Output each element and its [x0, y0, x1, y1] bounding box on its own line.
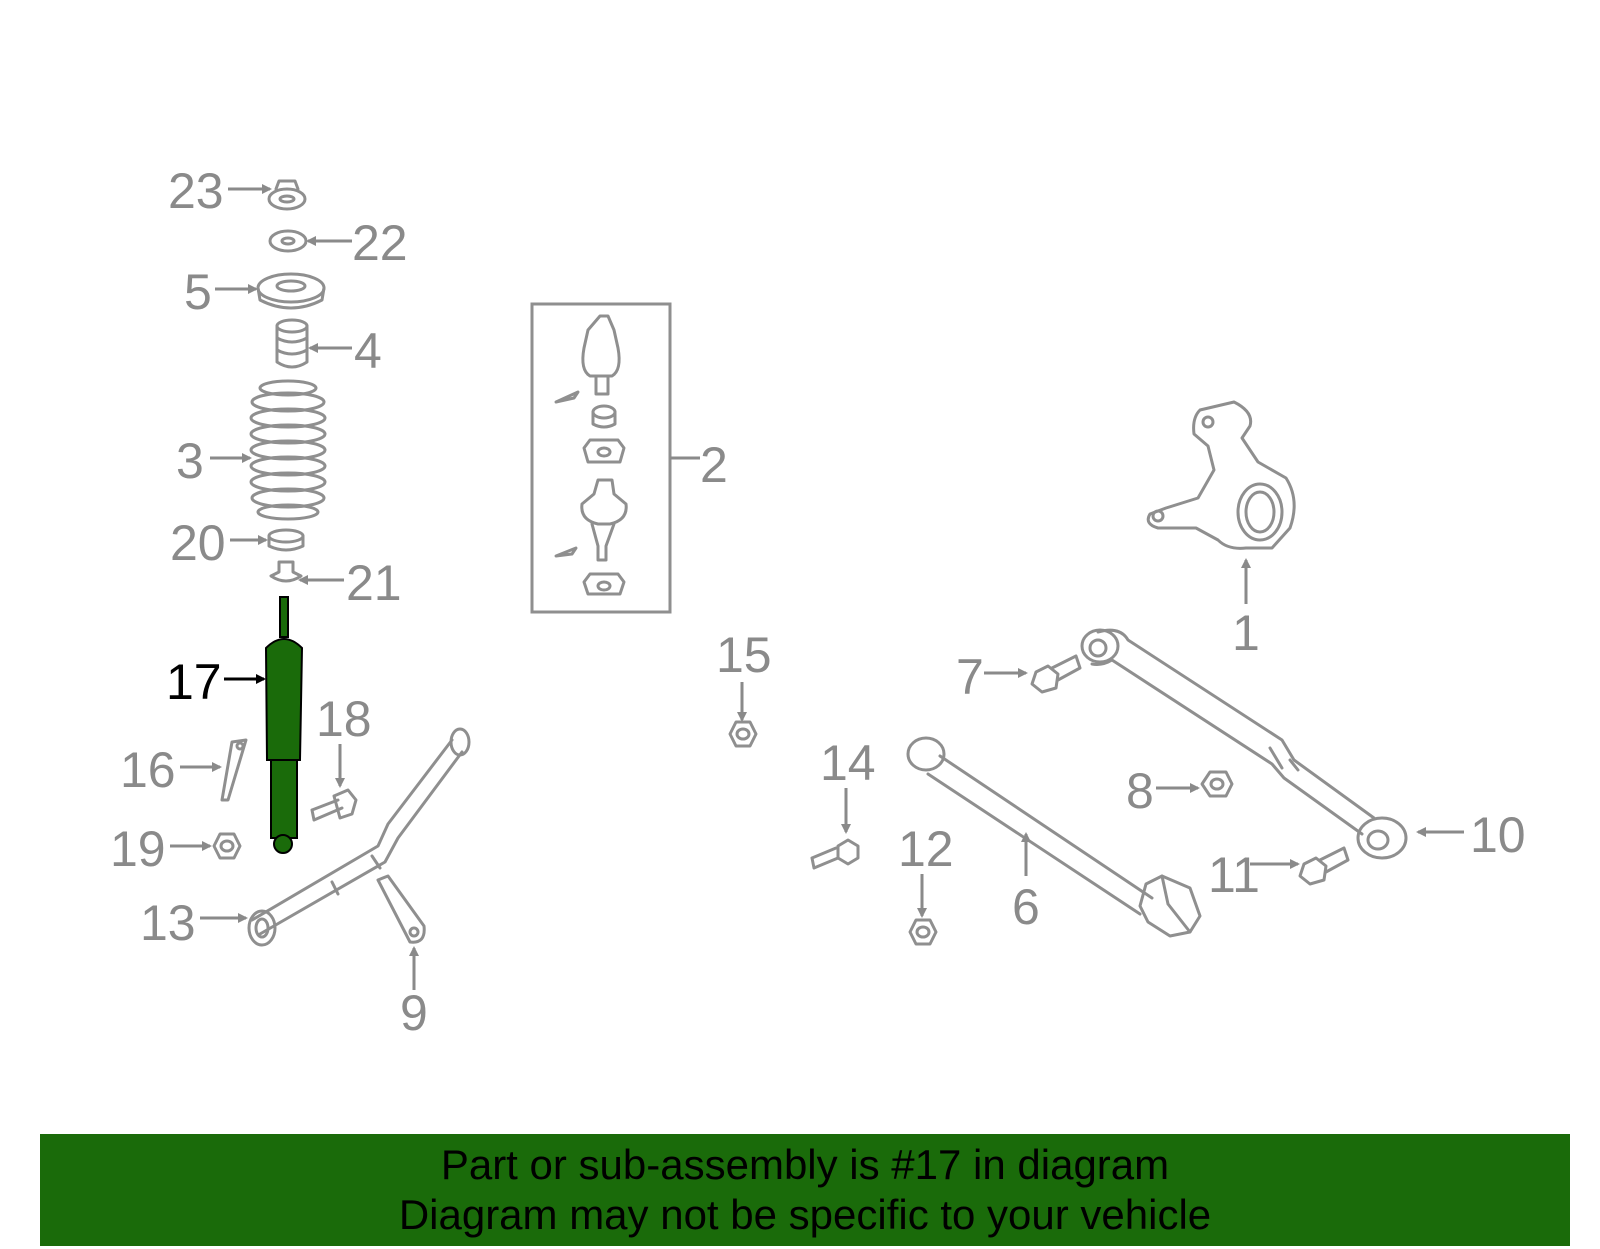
- info-banner: Part or sub-assembly is #17 in diagram D…: [40, 1134, 1570, 1246]
- part-11-bolt: [1298, 846, 1350, 886]
- callout-arrows: [170, 184, 1464, 990]
- part-6-lower-control-arm: [906, 736, 1202, 938]
- part-5-mount: [256, 272, 326, 310]
- part-19-nut: [212, 832, 242, 860]
- part-17-shock-absorber: [264, 596, 304, 854]
- part-14-bolt: [810, 838, 860, 870]
- callout-13: 13: [140, 895, 196, 951]
- part-21-bushing: [269, 560, 303, 583]
- callout-1: 1: [1232, 605, 1260, 661]
- part-4-bumper: [275, 318, 309, 369]
- callout-4: 4: [354, 323, 382, 379]
- callout-16: 16: [120, 742, 176, 798]
- part-22-washer: [268, 229, 308, 253]
- part-10-control-arm: [1080, 628, 1408, 860]
- banner-line-disclaimer: Diagram may not be specific to your vehi…: [398, 1191, 1212, 1238]
- callout-23: 23: [168, 163, 224, 219]
- callout-14: 14: [820, 735, 876, 791]
- part-3-coil-spring: [249, 379, 327, 521]
- callout-18: 18: [316, 691, 372, 747]
- part-20-insulator: [267, 528, 305, 552]
- part-7-bolt: [1030, 654, 1082, 694]
- part-12-nut: [908, 918, 938, 946]
- callout-6: 6: [1012, 879, 1040, 935]
- callout-7: 7: [956, 649, 984, 705]
- part-18-bolt: [310, 788, 358, 822]
- part-23-nut: [267, 179, 307, 211]
- callout-19: 19: [110, 821, 166, 877]
- callout-22: 22: [352, 215, 408, 271]
- callout-21: 21: [346, 555, 402, 611]
- callout-labels: 23 22 5 4 3 20 21 17 16 18 19 13 9 2 15 …: [110, 163, 1526, 1041]
- part-8-nut: [1200, 770, 1234, 798]
- part-9-bracket: [376, 874, 426, 944]
- callout-17: 17: [166, 654, 222, 710]
- callout-11: 11: [1208, 847, 1260, 903]
- callout-20: 20: [170, 515, 226, 571]
- callout-9: 9: [400, 985, 428, 1041]
- part-16-bracket: [220, 738, 248, 802]
- banner-line-part: Part or sub-assembly is #17 in diagram: [440, 1141, 1170, 1188]
- callout-12: 12: [898, 821, 954, 877]
- callout-5: 5: [184, 264, 212, 320]
- callout-2: 2: [700, 437, 728, 493]
- part-13-track-bar: [247, 727, 471, 947]
- part-2-ball-joint-kit: [530, 302, 672, 614]
- callout-3: 3: [176, 433, 204, 489]
- part-15-nut: [728, 720, 758, 748]
- part-1-knuckle: [1146, 400, 1296, 550]
- callout-15: 15: [716, 627, 772, 683]
- callout-10: 10: [1470, 807, 1526, 863]
- callout-8: 8: [1126, 763, 1154, 819]
